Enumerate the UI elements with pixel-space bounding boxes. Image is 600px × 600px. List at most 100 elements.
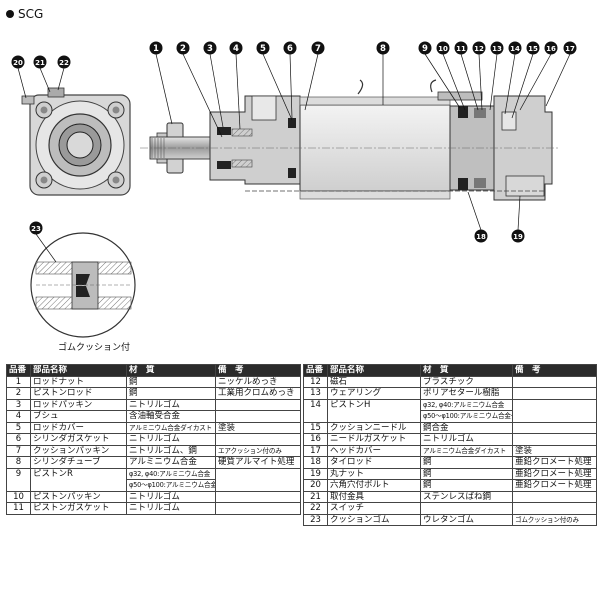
table-row: 22 スイッチ <box>303 502 597 515</box>
svg-text:6: 6 <box>287 44 293 54</box>
callout-12: 12 <box>472 41 486 55</box>
table-header-row: 品番 部品名称 材 質 備 考 <box>303 364 597 377</box>
table-row: 6 シリンダガスケット ニトリルゴム <box>6 433 301 446</box>
svg-text:10: 10 <box>438 45 448 53</box>
svg-text:9: 9 <box>422 44 428 54</box>
svg-text:3: 3 <box>207 44 213 54</box>
callout-19: 19 <box>511 229 525 243</box>
svg-text:16: 16 <box>546 45 556 53</box>
switch-icon <box>21 95 35 105</box>
svg-text:19: 19 <box>513 233 523 241</box>
svg-text:23: 23 <box>31 225 41 233</box>
svg-text:21: 21 <box>35 59 45 67</box>
callout-21: 21 <box>33 55 47 69</box>
svg-text:22: 22 <box>59 59 69 67</box>
svg-text:11: 11 <box>456 45 466 53</box>
table-row-continued: φ50～φ100:アルミニウム合金ダイカスト <box>303 410 597 423</box>
piston-packing <box>458 106 468 118</box>
header-name: 部品名称 <box>327 364 421 377</box>
table-row: 20 六角穴付ボルト 鋼 亜鉛クロメート処理 <box>303 479 597 492</box>
table-row: 10 ピストンパッキン ニトリルゴム <box>6 490 301 503</box>
table-row: 5 ロッドカバー アルミニウム合金ダイカスト 塗装 <box>6 421 301 434</box>
callout-16: 16 <box>544 41 558 55</box>
table-row: 11 ピストンガスケット ニトリルゴム <box>6 502 301 515</box>
table-row: 12 磁石 プラスチック <box>303 375 597 388</box>
callout-5: 5 <box>256 41 270 55</box>
svg-text:15: 15 <box>528 45 538 53</box>
table-row: 17 ヘッドカバー アルミニウム合金ダイカスト 塗装 <box>303 444 597 457</box>
table-row: 18 タイロッド 鋼 亜鉛クロメート処理 <box>303 456 597 469</box>
table-row: 15 クッションニードル 鋼合金 <box>303 421 597 434</box>
cylinder-side-view <box>140 79 560 201</box>
bullet-dot <box>6 10 14 18</box>
callout-6: 6 <box>283 41 297 55</box>
callout-2: 2 <box>176 41 190 55</box>
table-row: 16 ニードルガスケット ニトリルゴム <box>303 433 597 446</box>
header-material: 材 質 <box>420 364 513 377</box>
svg-text:14: 14 <box>510 45 520 53</box>
callout-11: 11 <box>454 41 468 55</box>
svg-text:13: 13 <box>492 45 502 53</box>
header-material: 材 質 <box>126 364 216 377</box>
callout-7: 7 <box>311 41 325 55</box>
page-title: SCG <box>6 7 43 21</box>
callout-9: 9 <box>418 41 432 55</box>
cushion-needle <box>501 111 517 131</box>
callout-22: 22 <box>57 55 71 69</box>
svg-text:7: 7 <box>315 44 321 54</box>
parts-table-left: 品番 部品名称 材 質 備 考 1 ロッドナット 鋼 ニッケルめっき 2 ピスト… <box>6 364 301 515</box>
leader-lines <box>155 53 571 231</box>
table-row: 7 クッションパッキン ニトリルゴム、鋼 エアクッション付のみ <box>6 444 301 457</box>
top-switch-icon <box>437 91 483 101</box>
mounting-bracket-icon <box>47 87 65 98</box>
cylinder-gasket <box>288 118 296 128</box>
bushing <box>231 128 253 137</box>
rod-packing <box>217 127 231 135</box>
table-header-row: 品番 部品名称 材 質 備 考 <box>6 364 301 377</box>
callout-17: 17 <box>563 41 577 55</box>
header-no: 品番 <box>303 364 328 377</box>
callout-18: 18 <box>474 229 488 243</box>
table-row: 21 取付金具 ステンレスばね鋼 <box>303 490 597 503</box>
magnet <box>474 108 486 118</box>
svg-text:20: 20 <box>13 59 23 67</box>
table-row: 2 ピストンロッド 鋼 工業用クロムめっき <box>6 387 301 400</box>
svg-text:8: 8 <box>380 44 386 54</box>
table-row: 14 ピストンH φ32, φ40:アルミニウム合金 <box>303 398 597 411</box>
svg-text:5: 5 <box>260 44 266 54</box>
callout-15: 15 <box>526 41 540 55</box>
end-view <box>17 67 131 196</box>
table-row: 9 ピストンR φ32, φ40:アルミニウム合金 <box>6 467 301 480</box>
cushion-rubber-icon <box>76 274 90 285</box>
cushion-caption: ゴムクッション付 <box>58 343 131 353</box>
svg-text:18: 18 <box>476 233 486 241</box>
callout-13: 13 <box>490 41 504 55</box>
callout-4: 4 <box>229 41 243 55</box>
svg-text:12: 12 <box>474 45 484 53</box>
header-note: 備 考 <box>512 364 597 377</box>
header-no: 品番 <box>6 364 31 377</box>
rod-end <box>66 131 94 159</box>
svg-text:2: 2 <box>180 44 186 54</box>
svg-text:1: 1 <box>153 44 159 54</box>
table-row-continued: φ50～φ100:アルミニウム合金ダイカスト <box>6 479 301 492</box>
cylinder-cross-section-diagram: 1 2 3 4 5 6 7 8 9 10 11 12 13 14 15 16 1… <box>11 41 577 338</box>
callout-8: 8 <box>376 41 390 55</box>
table-row: 4 ブシュ 含油軸受合金 <box>6 410 301 423</box>
header-note: 備 考 <box>215 364 301 377</box>
cushion-detail <box>30 232 136 338</box>
svg-text:17: 17 <box>565 45 575 53</box>
callout-23: 23 <box>29 221 43 235</box>
callout-20: 20 <box>11 55 25 69</box>
callout-1: 1 <box>149 41 163 55</box>
callout-3: 3 <box>203 41 217 55</box>
page-title-text: SCG <box>18 7 44 21</box>
table-row: 23 クッションゴム ウレタンゴム ゴムクッション付のみ <box>303 513 597 526</box>
table-row: 19 丸ナット 鋼 亜鉛クロメート処理 <box>303 467 597 480</box>
callout-14: 14 <box>508 41 522 55</box>
table-row: 3 ロッドパッキン ニトリルゴム <box>6 398 301 411</box>
parts-table-right: 品番 部品名称 材 質 備 考 12 磁石 プラスチック 13 ウェアリング ポ… <box>303 364 597 526</box>
table-row: 13 ウェアリング ポリアセタール樹脂 <box>303 387 597 400</box>
round-nut <box>505 175 545 197</box>
callout-10: 10 <box>436 41 450 55</box>
